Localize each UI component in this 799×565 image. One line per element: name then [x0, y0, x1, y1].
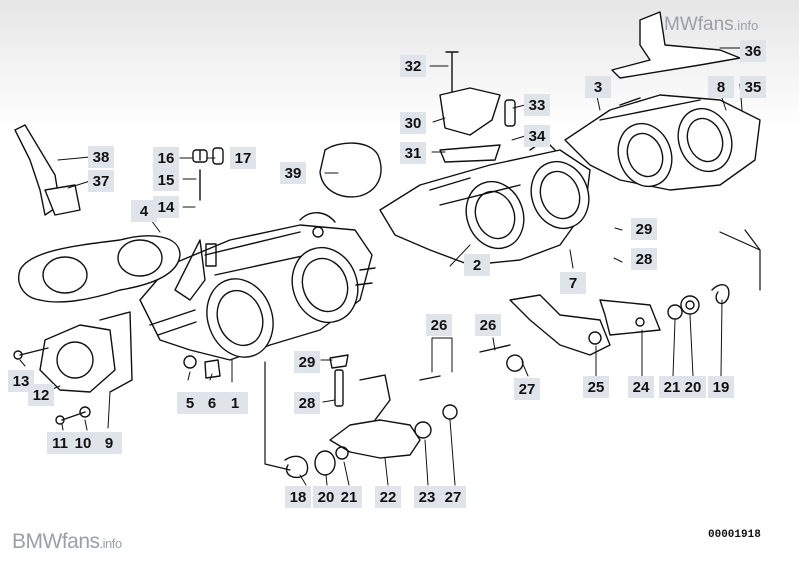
callout-13: 13	[8, 370, 34, 392]
callout-24: 24	[628, 376, 654, 398]
callout-30: 30	[400, 112, 426, 134]
callout-11: 11	[47, 432, 73, 454]
callout-5: 5	[177, 392, 203, 414]
watermark-top-tld: .info	[733, 18, 759, 33]
callout-3: 3	[585, 76, 611, 98]
callout-32: 32	[400, 55, 426, 77]
callout-28b: 28	[631, 248, 657, 270]
callout-28a: 28	[294, 392, 320, 414]
callout-38: 38	[88, 146, 114, 168]
callout-16: 16	[153, 147, 179, 169]
bracket	[611, 11, 741, 79]
callout-29a: 29	[294, 351, 320, 373]
throttle-linkage	[284, 284, 730, 479]
callout-33: 33	[524, 94, 550, 116]
callout-9: 9	[96, 432, 122, 454]
callout-19: 19	[708, 376, 734, 398]
watermark-bottom: BMWfans.info	[12, 530, 122, 554]
callout-4: 4	[131, 200, 157, 222]
callout-31: 31	[400, 142, 426, 164]
callout-27a: 27	[514, 378, 540, 400]
callout-6: 6	[199, 392, 225, 414]
callout-23: 23	[414, 486, 440, 508]
callout-17: 17	[230, 147, 256, 169]
watermark-bottom-brand: BMWfans	[12, 530, 100, 553]
intake-upper-section	[564, 94, 761, 191]
callout-15: 15	[153, 169, 179, 191]
callout-18: 18	[285, 486, 311, 508]
callout-2: 2	[464, 254, 490, 276]
gasket	[18, 235, 181, 303]
callout-27b: 27	[440, 486, 466, 508]
callout-20b: 20	[680, 376, 706, 398]
watermark-bottom-tld: .info	[99, 536, 123, 551]
callout-20a: 20	[313, 486, 339, 508]
callout-22: 22	[375, 486, 401, 508]
callout-36: 36	[740, 40, 766, 62]
callout-29b: 29	[631, 218, 657, 240]
intake-manifold-rear	[379, 139, 591, 266]
callout-10: 10	[70, 432, 96, 454]
callout-25: 25	[583, 376, 609, 398]
callout-37: 37	[88, 170, 114, 192]
watermark-top: MWfans.info	[664, 14, 758, 36]
gasket-ring	[319, 142, 382, 198]
callout-39: 39	[280, 162, 306, 184]
throttle-body	[39, 311, 133, 393]
callout-34: 34	[524, 125, 550, 147]
watermark-top-brand: MWfans	[664, 14, 734, 35]
callout-14: 14	[153, 196, 179, 218]
callout-21b: 21	[659, 376, 685, 398]
callout-35: 35	[740, 76, 766, 98]
callout-26b: 26	[475, 314, 501, 336]
drawing-id: 00001918	[708, 529, 761, 541]
callout-8: 8	[708, 76, 734, 98]
intake-manifold-front	[139, 212, 376, 361]
callout-1: 1	[222, 392, 248, 414]
callout-26a: 26	[426, 314, 452, 336]
callout-7: 7	[560, 272, 586, 294]
callout-12: 12	[28, 384, 54, 406]
callout-21a: 21	[336, 486, 362, 508]
